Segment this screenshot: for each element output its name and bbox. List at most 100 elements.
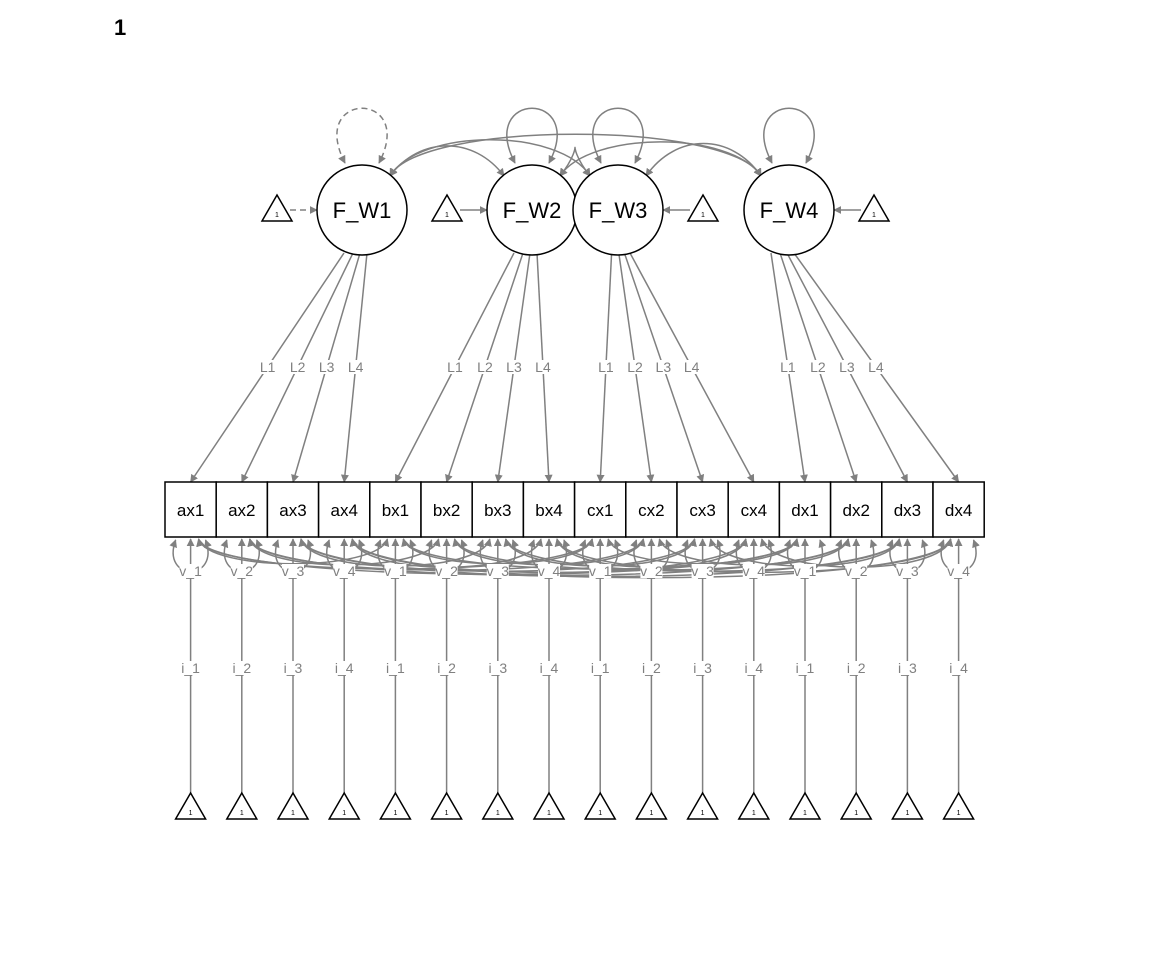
indicator-box-bx3 (471, 481, 525, 538)
indicator-label-cx4: cx4 (741, 501, 767, 520)
loading-label-bx3: L3 (506, 359, 522, 375)
indicator-label-bx4: bx4 (535, 501, 562, 520)
intercept-label-bx3: i_3 (488, 660, 507, 676)
loading-label-bx2-bg (473, 360, 496, 374)
loading-label-cx1: L1 (598, 359, 614, 375)
indicator-label-bx1: bx1 (382, 501, 409, 520)
indicator-box-ax2 (215, 481, 269, 538)
intercept-triangle-bx3 (481, 791, 515, 820)
intercept-triangle-dx3-label: 1 (905, 810, 909, 817)
residual-label-bx3: v_3 (487, 563, 510, 579)
factor-variance-loop-2 (506, 107, 558, 164)
loading-label-ax4: L4 (348, 359, 364, 375)
residual-label-dx2-bg (845, 564, 868, 578)
residual-label-dx4: v_4 (947, 563, 970, 579)
indicator-box-ax1 (164, 481, 217, 538)
indicator-box-ax3 (266, 481, 320, 538)
intercept-triangle-ax4-label: 1 (342, 810, 346, 817)
loading-label-dx1-bg (776, 360, 799, 374)
residual-label-cx4-bg (742, 564, 765, 578)
intercept-label-cx1: i_1 (591, 660, 610, 676)
intercept-triangle-ax4 (327, 791, 361, 820)
intercept-triangle-cx1-label: 1 (598, 810, 602, 817)
indicator-label-dx1: dx1 (791, 501, 818, 520)
intercept-triangle-bx1 (379, 791, 412, 820)
intercept-label-dx4-bg (947, 661, 970, 675)
residual-label-ax2: v_2 (231, 563, 254, 579)
factor-mean-triangle-1 (260, 193, 294, 222)
factor-covariance-3-4 (645, 142, 762, 177)
indicator-label-cx2: cx2 (638, 501, 664, 520)
loading-label-cx2: L2 (627, 359, 643, 375)
intercept-label-cx4-bg (742, 661, 765, 675)
intercept-triangle-dx4-label: 1 (957, 810, 961, 817)
intercept-label-dx1: i_1 (796, 660, 815, 676)
residual-label-bx2: v_2 (435, 563, 458, 579)
intercept-triangle-dx1 (788, 791, 822, 820)
residual-label-dx3-bg (896, 564, 919, 578)
intercept-label-dx3-bg (896, 661, 919, 675)
loading-label-ax4-bg (344, 360, 367, 374)
residual-label-ax1: v_1 (179, 563, 202, 579)
intercept-triangle-dx2-label: 1 (854, 810, 858, 817)
intercept-label-dx1-bg (794, 661, 816, 675)
indicator-label-bx2: bx2 (433, 501, 460, 520)
indicator-label-ax3: ax3 (279, 501, 306, 520)
loading-label-ax1: L1 (260, 359, 276, 375)
intercept-triangle-cx2 (635, 791, 668, 820)
intercept-label-bx2-bg (435, 661, 458, 675)
indicator-label-dx2: dx2 (842, 501, 869, 520)
residual-label-bx4-bg (538, 564, 560, 578)
residual-label-ax3: v_3 (282, 563, 305, 579)
intercept-triangle-cx2-label: 1 (649, 810, 653, 817)
residual-label-cx1-bg (589, 564, 612, 578)
intercept-label-dx4: i_4 (949, 660, 968, 676)
residual-label-cx2-bg (640, 564, 663, 578)
intercept-label-bx1: i_1 (386, 660, 405, 676)
residual-label-ax2-bg (230, 564, 253, 578)
latent-factor-3-label: F_W3 (589, 198, 648, 223)
intercept-label-bx2: i_2 (437, 660, 456, 676)
residual-label-bx2-bg (435, 564, 458, 578)
residual-label-ax3-bg (282, 564, 304, 578)
residual-label-dx1-bg (794, 564, 816, 578)
intercept-triangle-dx4 (942, 791, 975, 820)
residual-label-cx3: v_3 (691, 563, 714, 579)
intercept-label-dx2-bg (845, 661, 868, 675)
intercept-label-cx1-bg (589, 661, 612, 675)
factor-variance-loop-4 (763, 107, 815, 164)
factor-mean-triangle-2-label: 1 (445, 212, 449, 219)
loading-label-bx2: L2 (477, 359, 493, 375)
residual-label-bx1-bg (384, 564, 407, 578)
residual-label-cx2: v_2 (640, 563, 663, 579)
residual-label-bx4: v_4 (538, 563, 561, 579)
residual-label-ax4-bg (333, 564, 356, 578)
intercept-label-ax2-bg (230, 661, 253, 675)
intercept-triangle-ax1-label: 1 (189, 810, 193, 817)
intercept-label-bx1-bg (384, 661, 407, 675)
intercept-triangle-cx1 (583, 791, 617, 820)
intercept-triangle-bx1-label: 1 (393, 810, 397, 817)
loading-label-cx3-bg (652, 360, 675, 374)
intercept-label-cx4: i_4 (744, 660, 763, 676)
intercept-triangle-cx4 (737, 791, 771, 820)
intercept-triangle-dx1-label: 1 (803, 810, 807, 817)
indicator-box-bx2 (420, 481, 473, 538)
intercept-triangle-ax3 (276, 791, 310, 820)
loading-label-dx3-bg (835, 360, 858, 374)
intercept-triangle-ax1 (174, 791, 207, 820)
indicator-label-ax1: ax1 (177, 501, 204, 520)
loading-label-cx3: L3 (656, 359, 672, 375)
indicator-box-cx3 (676, 481, 729, 538)
intercept-label-ax2: i_2 (232, 660, 251, 676)
intercept-label-bx4: i_4 (540, 660, 559, 676)
factor-mean-triangle-3-label: 1 (701, 212, 705, 219)
factor-variance-loop-3 (592, 107, 644, 164)
residual-label-dx3: v_3 (896, 563, 919, 579)
factor-variance-loop-1 (336, 107, 388, 164)
factor-mean-triangle-4 (857, 193, 891, 222)
latent-factor-2-label: F_W2 (503, 198, 562, 223)
latent-factor-4 (743, 164, 835, 256)
indicator-label-dx4: dx4 (945, 501, 972, 520)
intercept-label-cx3: i_3 (693, 660, 712, 676)
